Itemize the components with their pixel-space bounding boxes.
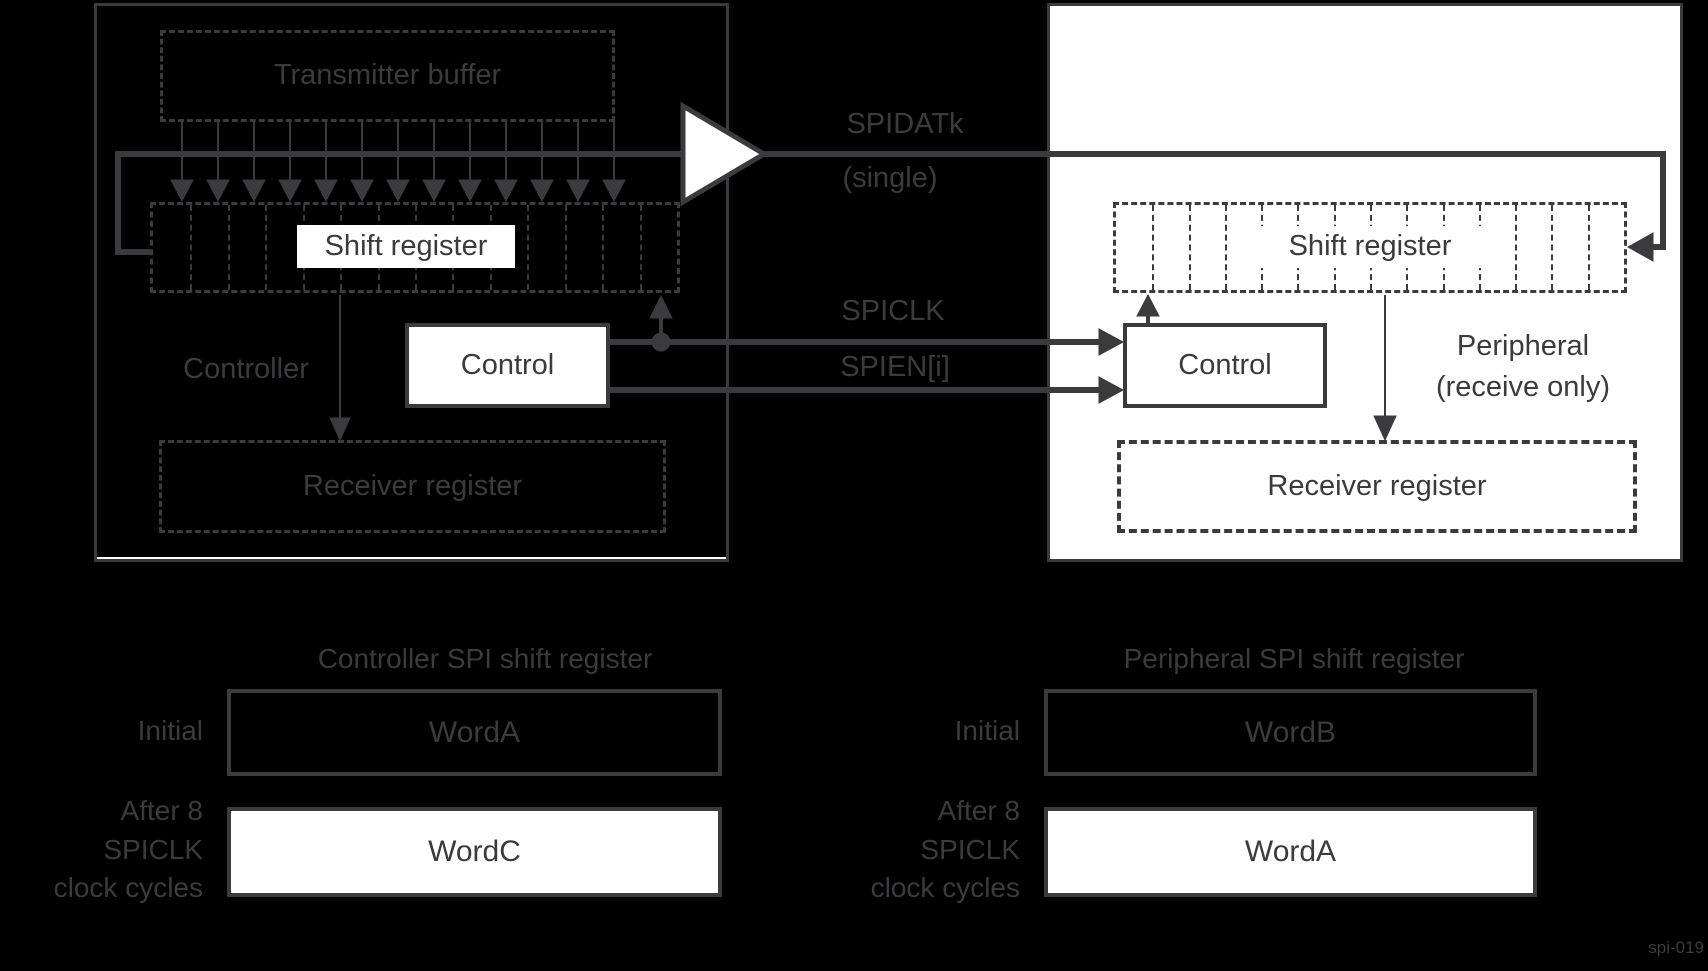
controller-initial-label: Initial — [137, 715, 203, 746]
shift-cell-divider — [639, 205, 642, 290]
transmitter-buffer-box: Transmitter buffer — [160, 30, 615, 122]
controller-initial-word-box: WordA — [227, 689, 722, 776]
controller-after8-word: WordC — [428, 835, 521, 868]
peripheral-mode-label: Peripheral (receive only) — [1388, 330, 1658, 404]
peripheral-receiver-register-label: Receiver register — [1267, 469, 1487, 502]
controller-block — [94, 3, 729, 562]
peripheral-shift-register-label: Shift register — [1255, 226, 1485, 268]
spidat-mode-label: (single) — [842, 162, 938, 194]
controller-after8-label: After 8 SPICLK clock cycles — [53, 795, 203, 904]
shift-cell-divider — [1587, 205, 1590, 290]
shift-cell-divider — [1515, 205, 1518, 290]
peripheral-initial-word-box: WordB — [1044, 689, 1537, 776]
shift-cell-divider — [1551, 205, 1554, 290]
transmitter-buffer-label: Transmitter buffer — [273, 59, 502, 92]
controller-table-title: Controller SPI shift register — [317, 643, 653, 674]
peripheral-initial-label: Initial — [954, 715, 1020, 746]
peripheral-receiver-register-box: Receiver register — [1117, 440, 1637, 533]
peripheral-label-line2: (receive only) — [1435, 370, 1611, 403]
controller-control-box: Control — [405, 323, 610, 408]
spien-signal-label: SPIEN[i] — [840, 351, 950, 383]
shift-cell-divider — [227, 205, 230, 290]
controller-shift-register-label: Shift register — [297, 225, 515, 268]
shift-cell-divider — [527, 205, 530, 290]
shift-cell-divider — [1224, 205, 1227, 290]
spiclk-signal-label: SPICLK — [841, 295, 945, 327]
peripheral-after8-word-box: WordA — [1044, 807, 1537, 897]
shift-cell-divider — [190, 205, 193, 290]
controller-label: Controller — [183, 353, 309, 386]
peripheral-control-box: Control — [1123, 323, 1327, 408]
figure-id: spi-019 — [1648, 938, 1704, 957]
peripheral-initial-word: WordB — [1244, 715, 1337, 749]
peripheral-control-label: Control — [1178, 348, 1272, 381]
controller-initial-word: WordA — [428, 715, 521, 749]
spidat-signal-label: SPIDATk — [846, 108, 964, 140]
peripheral-after8-label: After 8 SPICLK clock cycles — [870, 795, 1020, 904]
peripheral-label-line1: Peripheral — [1456, 330, 1590, 362]
peripheral-table-title: Peripheral SPI shift register — [1123, 643, 1465, 674]
controller-receiver-register-label: Receiver register — [302, 469, 523, 502]
shift-cell-divider — [1152, 205, 1155, 290]
shift-cell-divider — [1188, 205, 1191, 290]
shift-cell-divider — [265, 205, 268, 290]
peripheral-after8-word: WordA — [1244, 835, 1337, 868]
controller-receiver-register-box: Receiver register — [159, 440, 666, 533]
shift-cell-divider — [602, 205, 605, 290]
shift-cell-divider — [564, 205, 567, 290]
peripheral-block — [1047, 3, 1683, 562]
controller-after8-word-box: WordC — [227, 807, 722, 897]
controller-control-label: Control — [460, 348, 555, 381]
